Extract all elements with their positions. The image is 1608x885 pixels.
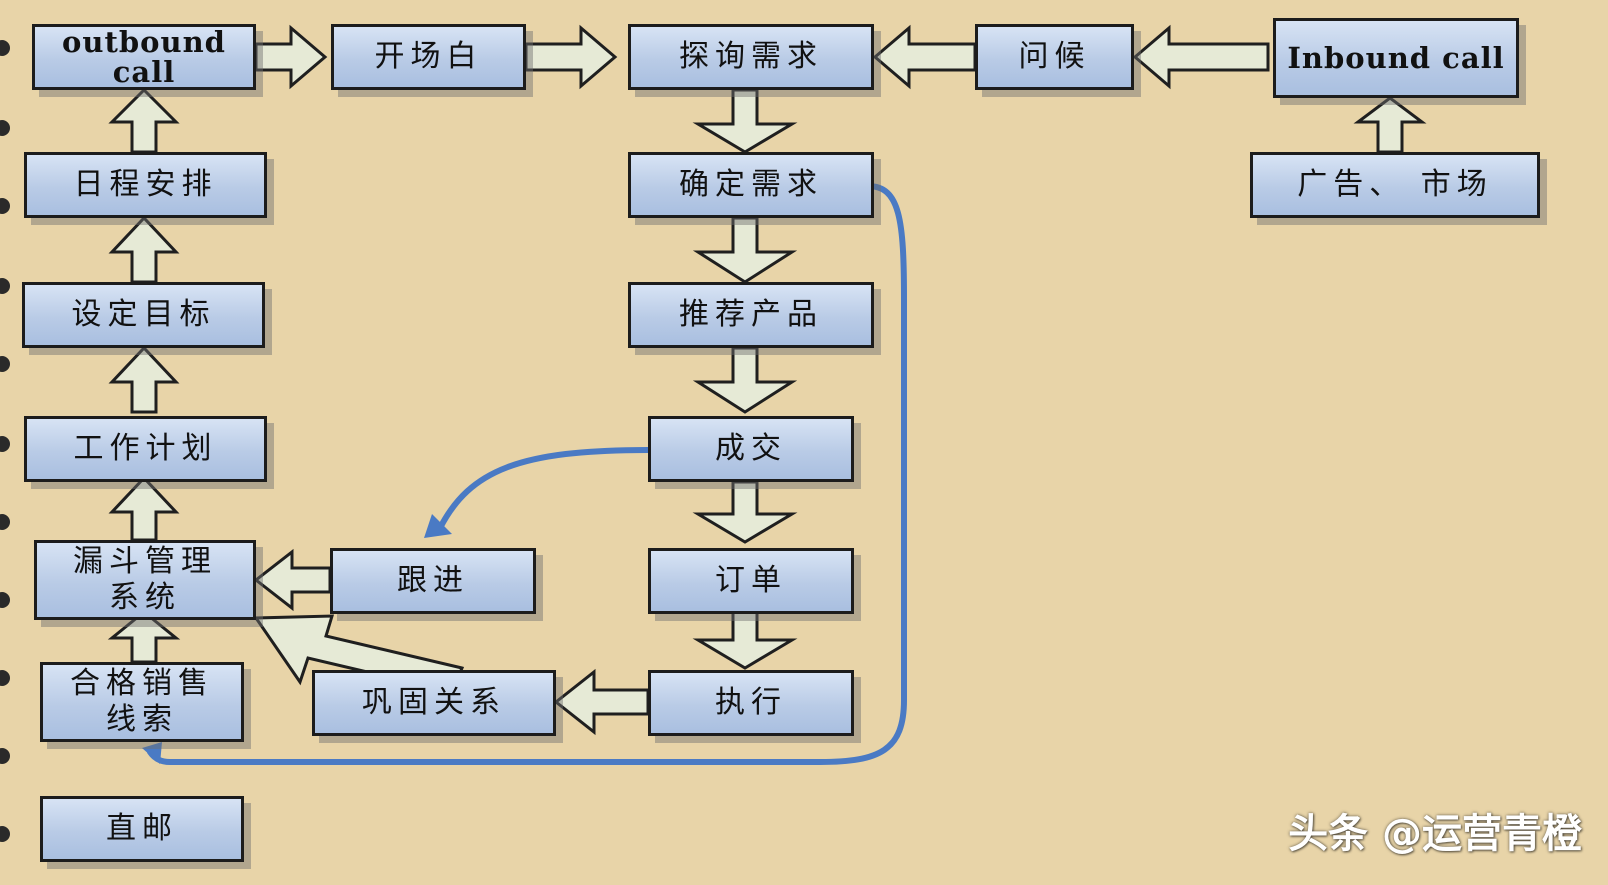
node-genjin: 跟进	[330, 548, 536, 614]
binder-hole	[0, 278, 10, 294]
node-kaichangbai: 开场白	[331, 24, 526, 90]
arrow-down	[692, 88, 798, 154]
arrow-right	[524, 24, 618, 90]
node-hege-xiaoshou: 合格销售线索	[40, 662, 244, 742]
node-dingdan: 订单	[648, 548, 854, 614]
node-tanxun-xuqiu: 探询需求	[628, 24, 874, 90]
node-richeng-anpai: 日程安排	[24, 152, 267, 218]
arrow-left	[253, 548, 332, 612]
binder-hole	[0, 748, 10, 764]
node-zhiyou: 直邮	[40, 796, 244, 862]
binder-hole	[0, 198, 10, 214]
arrow-up	[108, 87, 180, 154]
arrow-down	[692, 480, 798, 544]
arrow-down	[692, 346, 798, 414]
arrow-right	[254, 24, 328, 90]
node-inbound-call: Inbound call	[1273, 18, 1519, 98]
node-tuijian-chanpin: 推荐产品	[628, 282, 874, 348]
node-queding-xuqiu: 确定需求	[628, 152, 874, 218]
arrow-left	[553, 668, 650, 736]
node-sheding-mubiao: 设定目标	[22, 282, 265, 348]
arrow-down	[692, 610, 798, 670]
node-loudou-guanli: 漏斗管理系统	[34, 540, 256, 620]
binder-hole	[0, 592, 10, 608]
binder-hole	[0, 514, 10, 530]
arrow-up	[108, 215, 180, 284]
binder-hole	[0, 120, 10, 136]
watermark: 头条 @运营青橙	[1288, 811, 1582, 857]
node-chengjiao: 成交	[648, 416, 854, 482]
node-gongzuo-jihua: 工作计划	[24, 416, 267, 482]
binder-hole	[0, 356, 10, 372]
binder-hole	[0, 40, 10, 56]
binder-hole	[0, 826, 10, 842]
arrow-left	[872, 24, 977, 90]
node-zhixing: 执行	[648, 670, 854, 736]
arrowhead-hege	[142, 742, 162, 764]
arrow-left	[1132, 24, 1270, 90]
arrow-up	[108, 475, 180, 542]
node-wenhou: 问候	[975, 24, 1134, 90]
binder-hole	[0, 436, 10, 452]
node-guanggao-shichang: 广告、 市场	[1250, 152, 1540, 218]
arrow-up	[107, 610, 181, 664]
node-outbound-call: outbound call	[32, 24, 256, 90]
node-gonggu-guanxi: 巩固关系	[312, 670, 556, 736]
curve-chengjiao-to-genjin	[437, 447, 651, 531]
arrow-up	[1353, 96, 1427, 154]
binder-hole	[0, 670, 10, 686]
curve-queding-to-hege	[147, 183, 907, 765]
arrow-up	[108, 345, 180, 414]
arrow-down	[692, 216, 798, 284]
arrowhead-genjin	[424, 514, 452, 538]
